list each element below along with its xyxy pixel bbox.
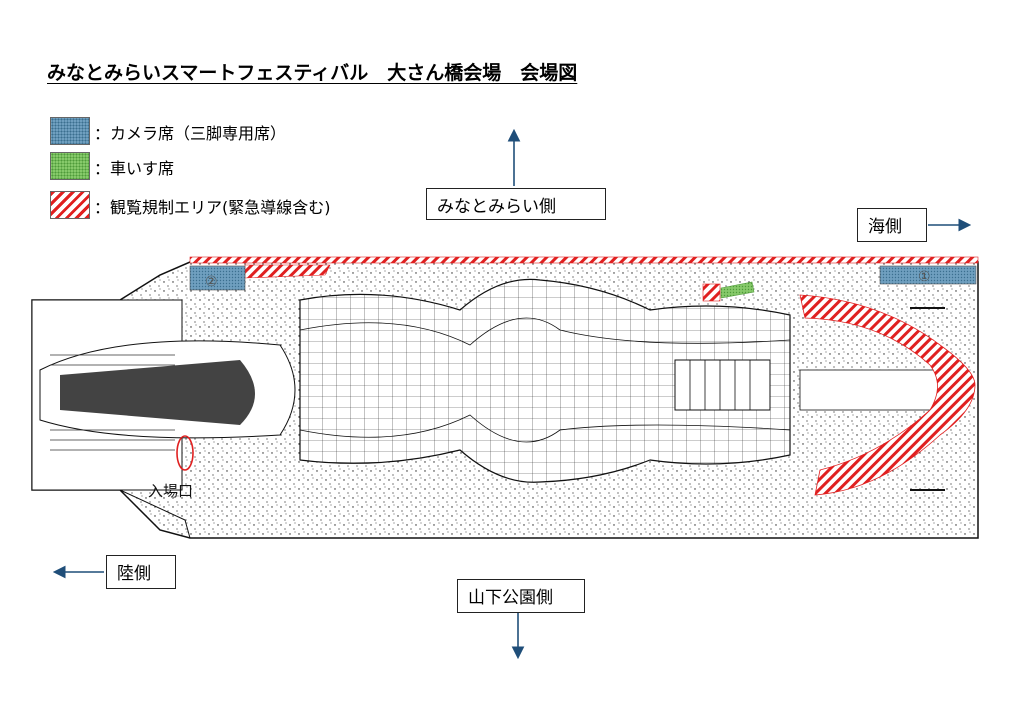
wheelchair-seat-swatch — [50, 152, 90, 180]
entrance-marker — [176, 435, 194, 471]
camera-seat-2 — [189, 265, 246, 291]
wheelchair-seat — [720, 281, 755, 299]
entrance-label: 入場口 — [148, 482, 193, 500]
legend: ：カメラ席（三脚専用席） ：車いす席 ：観覧規制エリア(緊急導線含む) — [50, 117, 380, 227]
camera-seat-1 — [879, 265, 977, 285]
direction-yamashita: 山下公園側 — [457, 579, 585, 613]
direction-minatomirai: みなとみらい側 — [426, 188, 606, 220]
direction-sea: 海側 — [857, 208, 927, 242]
restricted-small-box — [702, 283, 721, 302]
camera-seat-swatch — [50, 117, 90, 145]
camera-seat-2-label: ② — [205, 274, 218, 290]
legend-wheelchair-label: ：車いす席 — [94, 159, 175, 178]
legend-camera-label: ：カメラ席（三脚専用席） — [94, 124, 287, 143]
direction-land: 陸側 — [106, 555, 176, 589]
camera-seat-1-label: ① — [918, 269, 931, 285]
restricted-area-swatch — [50, 191, 90, 219]
restricted-curve — [799, 294, 976, 496]
restricted-top-edge — [189, 256, 979, 264]
legend-restricted-label: ：観覧規制エリア(緊急導線含む) — [94, 198, 331, 217]
page-title: みなとみらいスマートフェスティバル 大さん橋会場 会場図 — [47, 62, 578, 84]
